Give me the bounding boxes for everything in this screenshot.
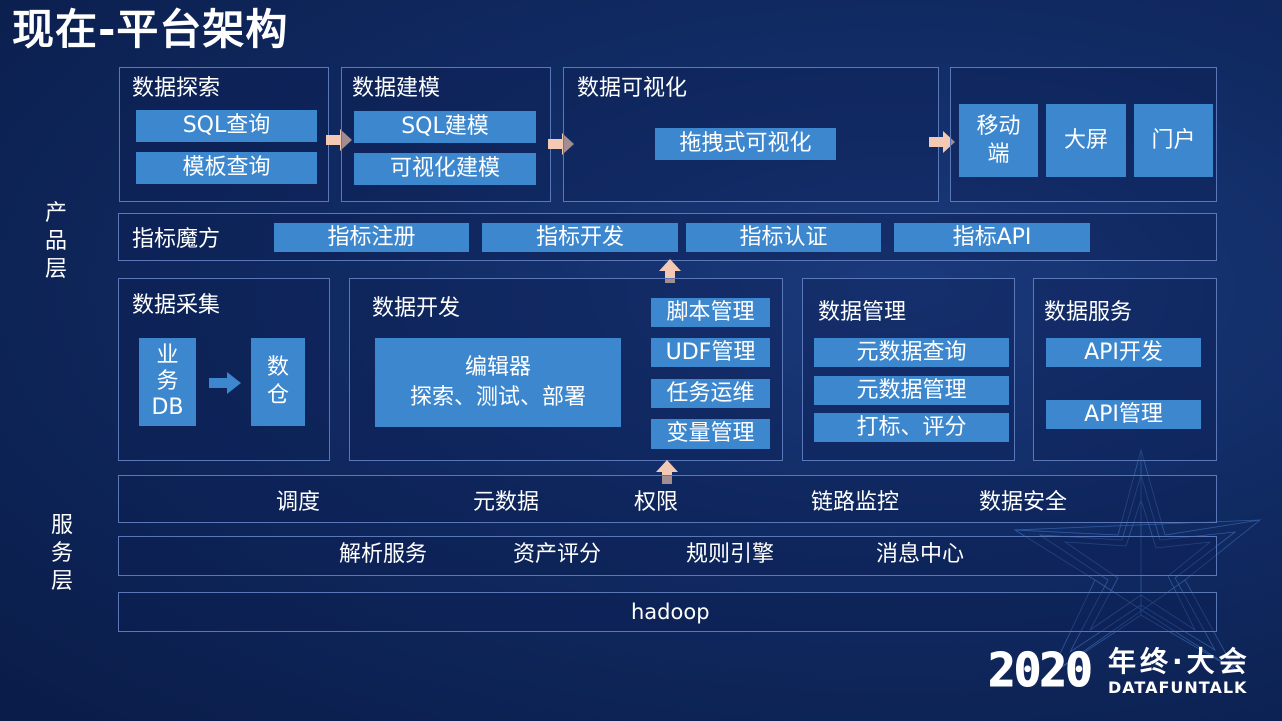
business-db-box: 业 务 DB (139, 338, 196, 426)
service-item: 调度 (276, 490, 321, 515)
data-explore-panel: 数据探索 SQL查询 模板查询 (119, 67, 329, 202)
metric-develop-button[interactable]: 指标开发 (482, 223, 678, 252)
template-query-button[interactable]: 模板查询 (136, 152, 317, 184)
arrow-right-icon (548, 133, 574, 155)
service-item: 数据安全 (979, 490, 1068, 515)
arrow-right-icon (326, 129, 352, 151)
side-char: 层 (44, 257, 67, 282)
service-item: 解析服务 (339, 542, 428, 567)
metric-certify-button[interactable]: 指标认证 (686, 223, 881, 252)
editor-label: 编辑器 探索、测试、部署 (409, 354, 586, 410)
script-manage-button[interactable]: 脚本管理 (651, 298, 770, 327)
visual-modeling-button[interactable]: 可视化建模 (354, 153, 536, 185)
api-manage-button[interactable]: API管理 (1046, 400, 1201, 429)
panel-title: 数据采集 (132, 293, 221, 318)
mobile-label: 移动 端 (976, 113, 1021, 167)
panel-title: 数据建模 (352, 76, 441, 101)
editor-box[interactable]: 编辑器 探索、测试、部署 (375, 338, 621, 427)
panel-title: 数据管理 (818, 300, 907, 325)
side-char: 层 (50, 569, 73, 594)
starburst-decoration (1013, 448, 1262, 677)
clients-panel: 移动 端 大屏 门户 (950, 67, 1217, 202)
metadata-query-button[interactable]: 元数据查询 (814, 338, 1009, 367)
arrow-right-icon (929, 131, 955, 153)
mobile-button[interactable]: 移动 端 (959, 104, 1038, 177)
brand-year: 2020 (988, 643, 1094, 698)
side-char: 服 (50, 513, 73, 538)
data-manage-panel: 数据管理 元数据查询 元数据管理 打标、评分 (802, 278, 1015, 461)
tag-score-button[interactable]: 打标、评分 (814, 413, 1009, 442)
udf-manage-button[interactable]: UDF管理 (651, 338, 770, 367)
metadata-manage-button[interactable]: 元数据管理 (814, 376, 1009, 405)
api-develop-button[interactable]: API开发 (1046, 338, 1201, 367)
arrow-right-icon (209, 372, 241, 394)
data-visualization-panel: 数据可视化 拖拽式可视化 (563, 67, 939, 202)
data-develop-panel: 数据开发 编辑器 探索、测试、部署 脚本管理 UDF管理 任务运维 变量管理 (349, 278, 783, 461)
product-layer-label: 产 品 层 (43, 200, 69, 284)
warehouse-box: 数 仓 (251, 338, 305, 426)
hadoop-label: hadoop (631, 600, 710, 624)
side-char: 务 (50, 541, 73, 566)
brand-chinese: 年终·大会 (1108, 645, 1251, 678)
service-layer-label: 服 务 层 (49, 512, 75, 596)
sql-query-button[interactable]: SQL查询 (136, 110, 317, 142)
service-item: 元数据 (473, 490, 540, 515)
service-row-1: 调度 元数据 权限 链路监控 数据安全 (118, 475, 1217, 523)
service-item: 权限 (634, 490, 679, 515)
service-row-3: hadoop (118, 592, 1217, 632)
panel-title: 数据探索 (132, 76, 221, 101)
warehouse-label: 数 仓 (266, 355, 289, 408)
data-collect-panel: 数据采集 业 务 DB 数 仓 (118, 278, 330, 461)
brand-english: DATAFUNTALK (1108, 678, 1248, 697)
side-char: 产 (44, 201, 67, 226)
panel-title: 数据开发 (372, 296, 461, 321)
service-item: 资产评分 (513, 542, 602, 567)
drag-visualization-button[interactable]: 拖拽式可视化 (655, 128, 836, 160)
metric-register-button[interactable]: 指标注册 (274, 223, 469, 252)
portal-button[interactable]: 门户 (1134, 104, 1213, 177)
arrow-up-icon (659, 259, 681, 283)
panel-title: 数据可视化 (577, 76, 688, 101)
panel-title: 指标魔方 (132, 227, 221, 252)
sql-modeling-button[interactable]: SQL建模 (354, 111, 536, 143)
service-item: 规则引擎 (686, 542, 775, 567)
variable-manage-button[interactable]: 变量管理 (651, 419, 770, 449)
page-title: 现在-平台架构 (12, 5, 289, 54)
arrow-up-icon (656, 460, 678, 484)
service-item: 链路监控 (811, 490, 900, 515)
task-ops-button[interactable]: 任务运维 (651, 379, 770, 408)
panel-title: 数据服务 (1044, 300, 1133, 325)
metric-api-button[interactable]: 指标API (894, 223, 1090, 252)
side-char: 品 (44, 229, 67, 254)
business-db-label: 业 务 DB (151, 343, 184, 420)
data-modeling-panel: 数据建模 SQL建模 可视化建模 (341, 67, 551, 202)
service-item: 消息中心 (876, 542, 965, 567)
data-service-panel: 数据服务 API开发 API管理 (1033, 278, 1217, 461)
metrics-cube-panel: 指标魔方 指标注册 指标开发 指标认证 指标API (118, 213, 1217, 261)
big-screen-button[interactable]: 大屏 (1046, 104, 1126, 177)
service-row-2: 解析服务 资产评分 规则引擎 消息中心 (118, 536, 1217, 576)
